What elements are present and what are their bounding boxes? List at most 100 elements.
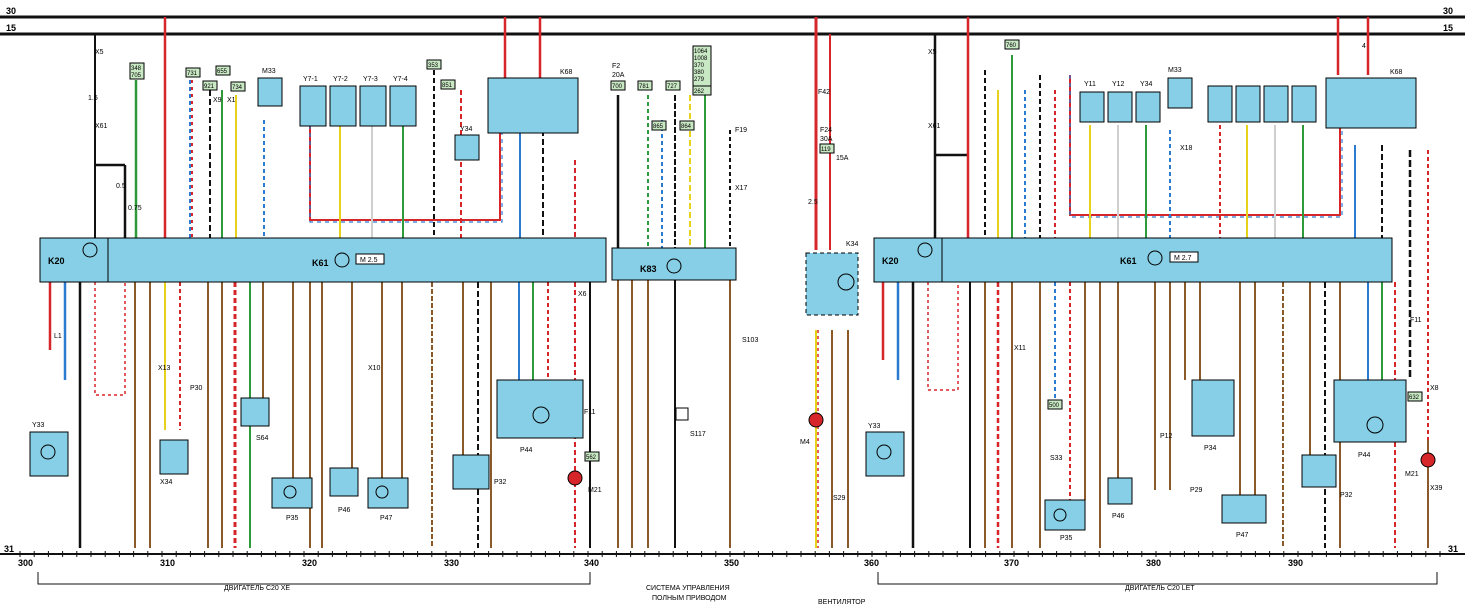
m25-badge xyxy=(355,253,385,265)
p44-left xyxy=(496,379,584,439)
m21-right-label: M21 xyxy=(1405,471,1419,478)
x34-connector xyxy=(159,439,189,475)
grid-mark-320: 320 xyxy=(302,558,317,568)
tag-921: 921 xyxy=(204,84,215,90)
x1-left-label: X1 xyxy=(227,97,236,104)
m33-left xyxy=(257,77,283,107)
s29-label: S29 xyxy=(833,495,846,502)
p35-left xyxy=(271,477,313,509)
m21-left-motor xyxy=(567,470,583,486)
tag-370: 370 xyxy=(694,63,705,69)
rail-15-label-left: 15 xyxy=(6,23,16,33)
tag-353: 353 xyxy=(428,63,439,69)
m27-label: M 2.7 xyxy=(1174,255,1192,262)
m25-label: M 2.5 xyxy=(360,257,378,264)
tag-864: 864 xyxy=(681,124,692,130)
ecu-k61-left xyxy=(39,237,607,283)
y7-1-label: Y7-1 xyxy=(303,76,318,83)
tag-348-705 xyxy=(129,62,145,80)
s117-label: S117 xyxy=(690,431,706,438)
y7-3-right xyxy=(1263,85,1289,123)
tag-727: 727 xyxy=(667,84,678,90)
tag-348: 348 xyxy=(131,66,142,72)
tag-380: 380 xyxy=(694,70,705,76)
gauge-0-75: 0.75 xyxy=(128,205,142,212)
rail-31-label-right: 31 xyxy=(1448,544,1458,554)
p35-left-label: P35 xyxy=(286,515,299,522)
p29-label: P29 xyxy=(1190,487,1203,494)
x13-left-label: X13 xyxy=(158,365,171,372)
x8-right-label: X8 xyxy=(1430,385,1439,392)
y7-1-right xyxy=(1207,85,1233,123)
k68-left-label: K68 xyxy=(560,69,573,76)
p44-right-label: P44 xyxy=(1358,452,1371,459)
relay-k34 xyxy=(805,252,859,316)
p34-label: P34 xyxy=(1204,445,1217,452)
p34-sensor xyxy=(1191,379,1235,437)
f42-label: F42 xyxy=(818,89,830,96)
m21-left-label: M21 xyxy=(588,487,602,494)
l1-left-label: L1 xyxy=(54,333,62,340)
x5-left-label: X5 xyxy=(95,49,104,56)
p46-right xyxy=(1107,477,1133,505)
y11-valve xyxy=(1079,91,1105,123)
y7-3-label: Y7-3 xyxy=(363,76,378,83)
x11-right-label: X11 xyxy=(1014,345,1026,352)
tag-865: 865 xyxy=(653,124,664,130)
gauge-1-5: 1.5 xyxy=(88,95,98,102)
y7-4-right xyxy=(1291,85,1317,123)
k68-right-label: K68 xyxy=(1390,69,1403,76)
x10-label: X10 xyxy=(368,365,381,372)
p44-left-label: P44 xyxy=(520,447,533,454)
y7-2-left xyxy=(329,85,357,127)
f42-rating: 15A xyxy=(836,155,849,162)
m27-badge xyxy=(1169,251,1199,263)
relay-k68-right xyxy=(1325,77,1417,129)
grid-mark-330: 330 xyxy=(444,558,459,568)
s33-label: S33 xyxy=(1050,455,1063,462)
m4-fan-motor xyxy=(808,412,824,428)
grid-mark-370: 370 xyxy=(1004,558,1019,568)
rail-30-label-right: 30 xyxy=(1443,6,1453,16)
tag-781: 781 xyxy=(639,84,650,90)
tag-760: 760 xyxy=(1006,43,1017,49)
y12-valve xyxy=(1107,91,1133,123)
p32-right xyxy=(1301,454,1337,488)
tag-705: 705 xyxy=(131,73,142,79)
tag-734: 734 xyxy=(232,85,243,91)
section-label-fan: ВЕНТИЛЯТОР xyxy=(818,599,866,606)
y34-left-label: Y34 xyxy=(460,126,473,133)
x18-right-label: X18 xyxy=(1180,145,1193,152)
s64-label: S64 xyxy=(256,435,269,442)
y33-right xyxy=(865,431,905,477)
x34-label: X34 xyxy=(160,479,173,486)
p35-right-label: P35 xyxy=(1060,535,1073,542)
p44-right xyxy=(1333,379,1407,443)
tag-1008: 1008 xyxy=(694,56,708,62)
tag-262: 262 xyxy=(694,89,705,95)
section-label-c20let: ДВИГАТЕЛЬ C20 LET xyxy=(1125,585,1195,592)
k61-left-symbol xyxy=(334,252,350,268)
k61-left-label: K61 xyxy=(312,258,329,268)
rail-15-label-right: 15 xyxy=(1443,23,1453,33)
section-bracket-c20xe xyxy=(37,572,591,585)
y11-label: Y11 xyxy=(1084,81,1096,88)
x9-left-label: X9 xyxy=(213,97,222,104)
x6-left-label: X6 xyxy=(578,291,587,298)
s64-switch xyxy=(240,397,270,427)
rail-31-label-left: 31 xyxy=(4,544,14,554)
x61-left-label: X61 xyxy=(95,123,108,130)
p46-left-label: P46 xyxy=(338,507,351,514)
f2-rating: 20A xyxy=(612,72,625,79)
rail-30-label-left: 30 xyxy=(6,6,16,16)
section-bracket-c20let xyxy=(877,572,1438,585)
k20-right-label: K20 xyxy=(882,256,899,266)
y7-3-left xyxy=(359,85,387,127)
m33-left-label: M33 xyxy=(262,68,276,75)
grid-mark-350: 350 xyxy=(724,558,739,568)
f24-rating: 30A xyxy=(820,136,833,143)
p47-right-label: P47 xyxy=(1236,532,1249,539)
y34-right xyxy=(1135,91,1161,123)
p30-label: P30 xyxy=(190,385,203,392)
